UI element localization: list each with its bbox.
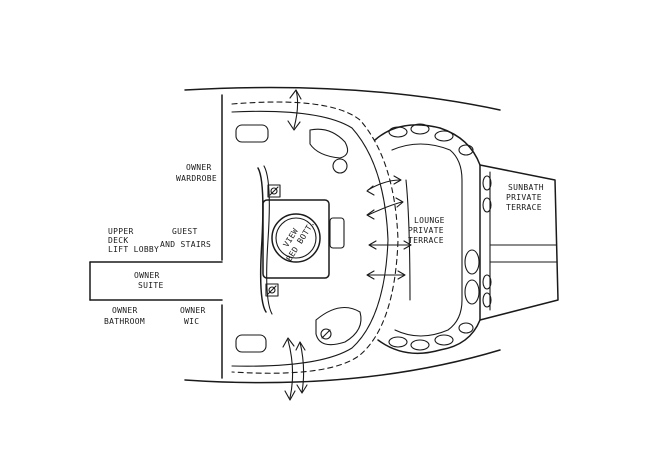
sunbath-terrace-outline: [479, 164, 559, 321]
view-bed-outline: [262, 199, 330, 279]
hull-outline: [89, 86, 501, 384]
sunbath-private-terrace-label: SUNBATH PRIVATE TERRACE: [506, 183, 549, 212]
lounge-private-terrace-label: LOUNGE PRIVATE TERRACE: [408, 216, 450, 245]
nightstands: [265, 184, 281, 297]
view-bed-label: VIEW BED BOTT.: [276, 214, 317, 263]
guest-stairs-label: GUEST AND STAIRS: [160, 227, 211, 249]
owner-wic-label: OWNER WIC: [180, 306, 211, 326]
owner-wardrobe-label: OWNER WARDROBE: [176, 163, 217, 183]
upper-deck-lift-lobby-label: UPPER DECK LIFT LOBBY: [108, 227, 159, 254]
rail-dashed: [231, 101, 399, 374]
bed-headboard: [257, 165, 273, 315]
owner-suite-label: OWNER SUITE: [134, 271, 165, 290]
lounge-furniture: [388, 123, 480, 351]
text-labels: OWNER WARDROBE UPPER DECK LIFT LOBBY GUE…: [104, 163, 549, 326]
view-arrows: [282, 89, 412, 401]
cabin-furniture: [235, 124, 362, 353]
owner-bathroom-label: OWNER BATHROOM: [104, 306, 145, 326]
